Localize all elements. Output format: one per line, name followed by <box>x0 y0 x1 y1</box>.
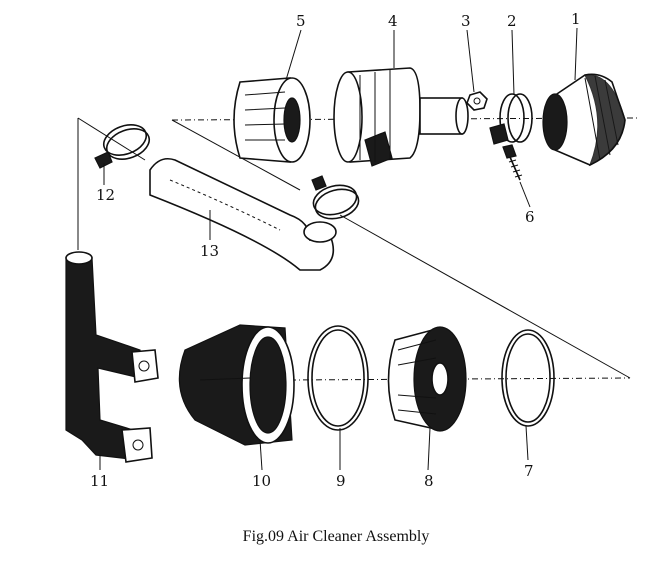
intake-manifold-part <box>65 251 159 463</box>
callout-leader-lines <box>99 27 578 471</box>
hose-clamp-lower-part <box>311 175 360 220</box>
gasket-ring-part <box>307 325 369 431</box>
callout-11: 11 <box>90 472 109 490</box>
filter-element-part <box>387 326 467 432</box>
bolt-part <box>502 144 523 181</box>
callout-7: 7 <box>524 462 534 480</box>
intake-hose-part <box>149 157 337 271</box>
callout-9: 9 <box>336 472 346 490</box>
band-clamp-part <box>489 93 533 145</box>
figure-caption: Fig.09 Air Cleaner Assembly <box>242 528 430 545</box>
callout-12: 12 <box>96 186 115 204</box>
callout-13: 13 <box>200 242 219 260</box>
hose-clamp-upper-part <box>94 124 151 169</box>
nut-part <box>466 91 488 111</box>
seal-ring-part <box>501 329 555 427</box>
filter-ring-part <box>233 77 311 163</box>
callout-8: 8 <box>424 472 434 490</box>
cleaner-body-part <box>333 67 469 167</box>
callout-4: 4 <box>388 12 398 30</box>
callout-6: 6 <box>525 208 535 226</box>
callout-1: 1 <box>571 10 581 28</box>
callout-10: 10 <box>252 472 271 490</box>
lower-housing-part <box>178 324 295 446</box>
callout-5: 5 <box>296 12 306 30</box>
callout-3: 3 <box>461 12 471 30</box>
precleaner-cap-part <box>542 73 626 167</box>
callout-2: 2 <box>507 12 517 30</box>
